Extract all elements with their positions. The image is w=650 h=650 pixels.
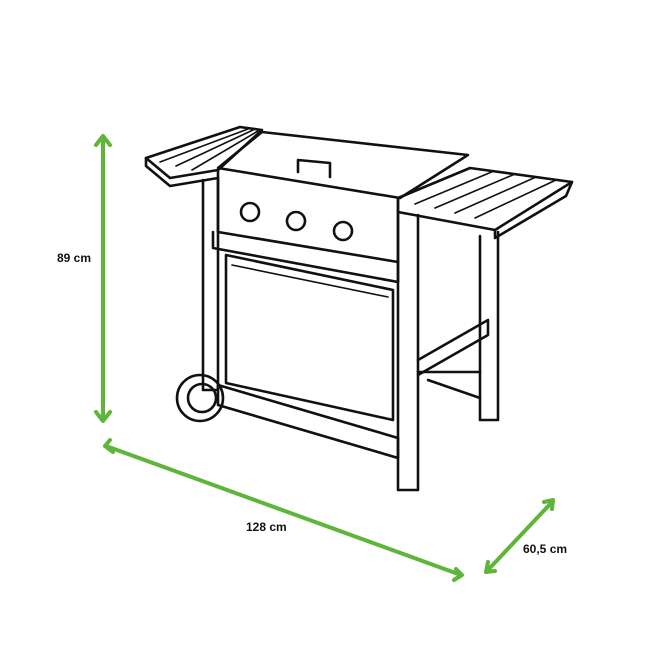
lower-side-bar [416,370,482,400]
grill-icon [144,125,574,492]
knob-icon-2 [285,210,307,232]
depth-label: 60,5 cm [523,542,568,556]
right-shelf-edge [493,180,574,240]
lid-handle [296,158,332,179]
grill-lid [216,130,470,200]
wheel-icon [175,373,225,423]
left-leg [201,176,220,392]
knob-icon-3 [332,220,354,242]
height-label: 89 cm [57,251,92,265]
depth-arrow [484,498,555,574]
width-label: 128 cm [246,520,287,534]
width-arrow [103,438,464,582]
back-right-leg [478,230,500,422]
left-shelf-slats [159,128,259,171]
cabinet-line [231,264,389,298]
knob-icon-1 [239,201,261,223]
right-shelf-slats [414,170,557,219]
height-arrow [94,134,112,423]
side-crossbar [416,318,490,377]
left-shelf-edge [144,156,220,188]
wheel-hub [186,382,218,414]
cabinet-panel [224,253,395,422]
bottom-crossbar [216,383,400,460]
front-right-leg [396,210,420,492]
